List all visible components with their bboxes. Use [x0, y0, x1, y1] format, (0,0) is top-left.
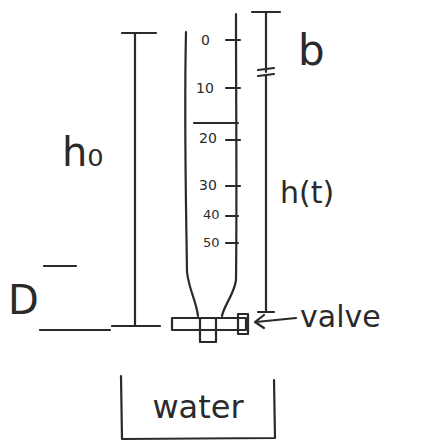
dimension-line [40, 266, 110, 330]
graduation-marks [194, 40, 240, 243]
scale-number: 50 [203, 236, 220, 249]
leader-arrow [255, 315, 296, 328]
scale-number: 20 [199, 131, 217, 145]
dimension-label: h(t) [280, 178, 334, 208]
container-outline [121, 376, 275, 439]
container-label: water [152, 391, 243, 423]
part-label: valve [300, 302, 381, 332]
dimension-label: h₀ [62, 132, 103, 172]
dimension-label: D [8, 280, 39, 320]
water-container: water [118, 372, 278, 442]
scale-number: 10 [196, 81, 214, 95]
scale-number: 0 [201, 33, 210, 47]
nozzle [200, 318, 216, 342]
tube-wall [222, 14, 236, 316]
scale-number: 30 [199, 178, 217, 192]
dimension-line [252, 12, 280, 312]
dimension-line [112, 33, 160, 326]
dimension-label: b [298, 30, 325, 72]
scale-number: 40 [203, 208, 220, 221]
tube-wall [185, 32, 198, 316]
valve-handle [238, 314, 248, 334]
valve-body [172, 318, 246, 330]
